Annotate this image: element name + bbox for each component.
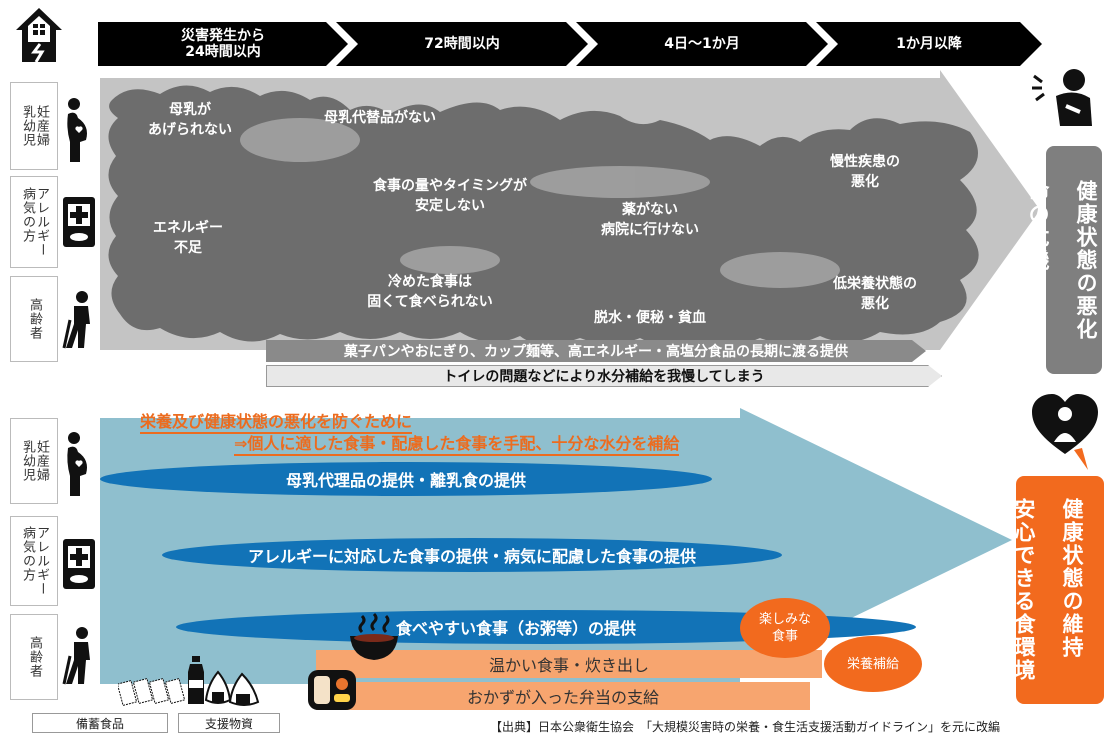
bubble-enjoyable-meal: 楽しみな 食事 [740, 598, 830, 658]
outcome-deterioration-line2: 命の危機 [1026, 179, 1050, 272]
pregnant-icon [62, 96, 92, 166]
onigiri-icon [204, 670, 260, 706]
heart-person-icon [1030, 392, 1100, 472]
pregnant-icon [62, 430, 92, 500]
outcome-deterioration-line1: 健康状態の悪化 [1074, 179, 1098, 341]
sick-person-icon [1030, 66, 1100, 130]
problem-no-breastfeeding: 母乳が あげられない [148, 102, 232, 138]
source-citation: 【出典】日本公衆衛生協会 「大規模災害時の栄養・食生活支援活動ガイドライン」を元… [490, 720, 1001, 734]
problem-no-medicine: 薬がない 病院に行けない [601, 202, 699, 238]
solutions-heading-1: 栄養及び健康状態の悪化を防ぐために [140, 408, 413, 434]
bubble-nutrition: 栄養補給 [824, 636, 922, 692]
elderly-icon [60, 290, 100, 350]
bento-icon [306, 664, 358, 714]
problem-cold-food: 冷めた食事は 固くて食べられない [367, 274, 493, 310]
canned-food-icon [116, 676, 188, 707]
group-label-pregnant-bottom: 妊産婦 乳幼児 [10, 418, 58, 504]
solutions-heading-2: ⇒個人に適した食事・配慮した食事を手配、十分な水分を補給 [234, 430, 680, 456]
supply-label-stockpile: 備蓄食品 [32, 713, 168, 733]
problem-no-formula: 母乳代替品がない [324, 110, 436, 126]
outcome-maintenance-line2: 安心できる食環境 [1012, 498, 1036, 682]
outcome-health-maintenance: 健康状態の維持 安心できる食環境 [1012, 476, 1104, 704]
timeline-phase-1: 災害発生から 24時間以内 [98, 22, 348, 66]
problem-malnutrition: 低栄養状態の 悪化 [833, 276, 917, 312]
group-label-allergy-bottom: アレルギー 病気の方 [10, 516, 58, 606]
problems-arrow [100, 70, 1040, 350]
outcome-maintenance-line1: 健康状態の維持 [1060, 498, 1084, 659]
problem-bar-high-calorie: 菓子パンやおにぎり、カップ麺等、高エネルギー・高塩分食品の長期に渡る提供 [266, 340, 926, 362]
elderly-icon [60, 626, 100, 686]
solution-allergy-meals: アレルギーに対応した食事の提供・病気に配慮した食事の提供 [162, 538, 782, 572]
problem-dehydration: 脱水・便秘・貧血 [594, 310, 706, 326]
solution-warm-meals: 温かい食事・炊き出し [316, 650, 822, 678]
group-label-elderly-bottom: 高齢者 [10, 614, 58, 700]
problem-energy-shortage: エネルギー 不足 [153, 220, 223, 256]
outcome-health-deterioration: 健康状態の悪化 命の危機 [1026, 146, 1102, 374]
medical-kit-icon [62, 196, 96, 248]
group-label-elderly-top: 高齢者 [10, 276, 58, 362]
group-label-pregnant-top: 妊産婦 乳幼児 [10, 82, 58, 170]
supply-label-relief: 支援物資 [178, 713, 280, 733]
problem-bar-water: トイレの問題などにより水分補給を我慢してしまう [266, 365, 942, 387]
group-label-allergy-top: アレルギー 病気の方 [10, 176, 58, 268]
solution-formula-weaning: 母乳代理品の提供・離乳食の提供 [100, 462, 712, 496]
problem-chronic-disease: 慢性疾患の 悪化 [830, 154, 900, 190]
timeline-phase-3: 4日〜1か月 [576, 22, 828, 66]
rice-bowl-icon [348, 612, 400, 662]
house-icon [10, 4, 68, 66]
timeline-phase-4: 1か月以降 [816, 22, 1042, 66]
medical-kit-icon [62, 538, 96, 590]
timeline-phase-2: 72時間以内 [336, 22, 588, 66]
bottle-icon [186, 656, 206, 706]
solution-bento: おかずが入った弁当の支給 [316, 682, 810, 710]
problem-meal-timing: 食事の量やタイミングが 安定しない [373, 178, 527, 214]
